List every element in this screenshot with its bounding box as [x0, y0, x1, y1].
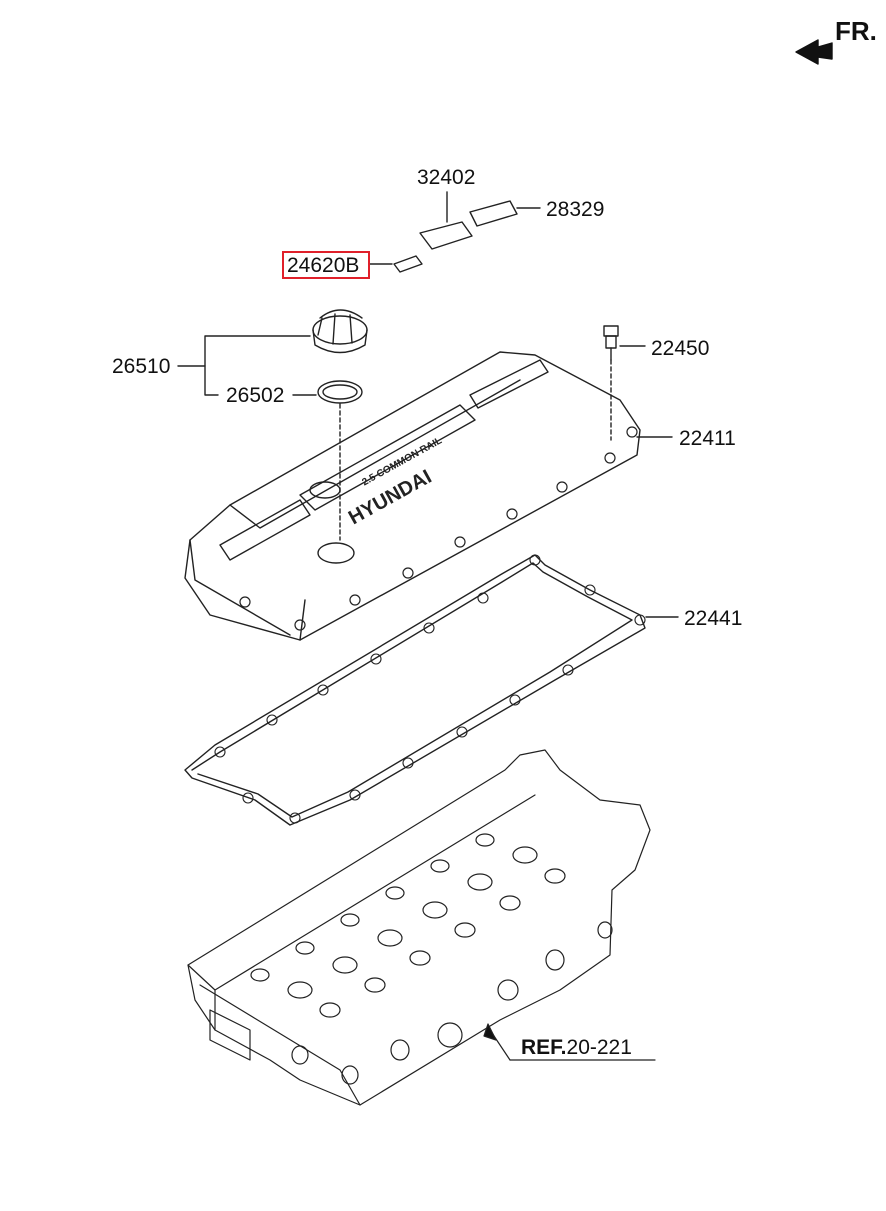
- cover-bolts: [239, 426, 638, 631]
- part-label-28329[interactable]: 28329: [546, 198, 605, 221]
- leader-bracket-26510: [177, 335, 317, 396]
- label-plate-24620B: [393, 255, 423, 273]
- oil-filler-cap: [312, 309, 368, 354]
- part-label-32402[interactable]: 32402: [417, 166, 476, 189]
- part-label-22450[interactable]: 22450: [651, 337, 710, 360]
- reference-prefix: REF.: [521, 1036, 567, 1059]
- sensor-22450: [603, 325, 646, 441]
- cylinder-head-ports: [250, 833, 613, 1085]
- filler-cap-gasket: [317, 380, 363, 541]
- label-plate-32402: [419, 221, 473, 250]
- part-label-22411[interactable]: 22411: [679, 427, 736, 450]
- reference-value: 20-221: [566, 1036, 632, 1059]
- part-label-26510[interactable]: 26510: [112, 355, 171, 378]
- part-label-22441[interactable]: 22441: [684, 607, 743, 630]
- label-plates-group: [369, 191, 541, 273]
- front-direction-arrow-icon: [795, 39, 833, 65]
- highlight-box-24620B: [282, 251, 370, 279]
- cylinder-head: [187, 749, 656, 1106]
- part-label-24620B[interactable]: 24620B: [287, 254, 360, 277]
- label-plate-28329: [469, 200, 518, 227]
- cover-brand-text: HYUNDAI: [345, 466, 435, 529]
- reference-label[interactable]: REF.20-221: [521, 1036, 632, 1060]
- head-cover-gasket: [184, 554, 679, 826]
- part-label-26502[interactable]: 26502: [226, 384, 285, 407]
- front-direction-label: FR.: [835, 16, 877, 46]
